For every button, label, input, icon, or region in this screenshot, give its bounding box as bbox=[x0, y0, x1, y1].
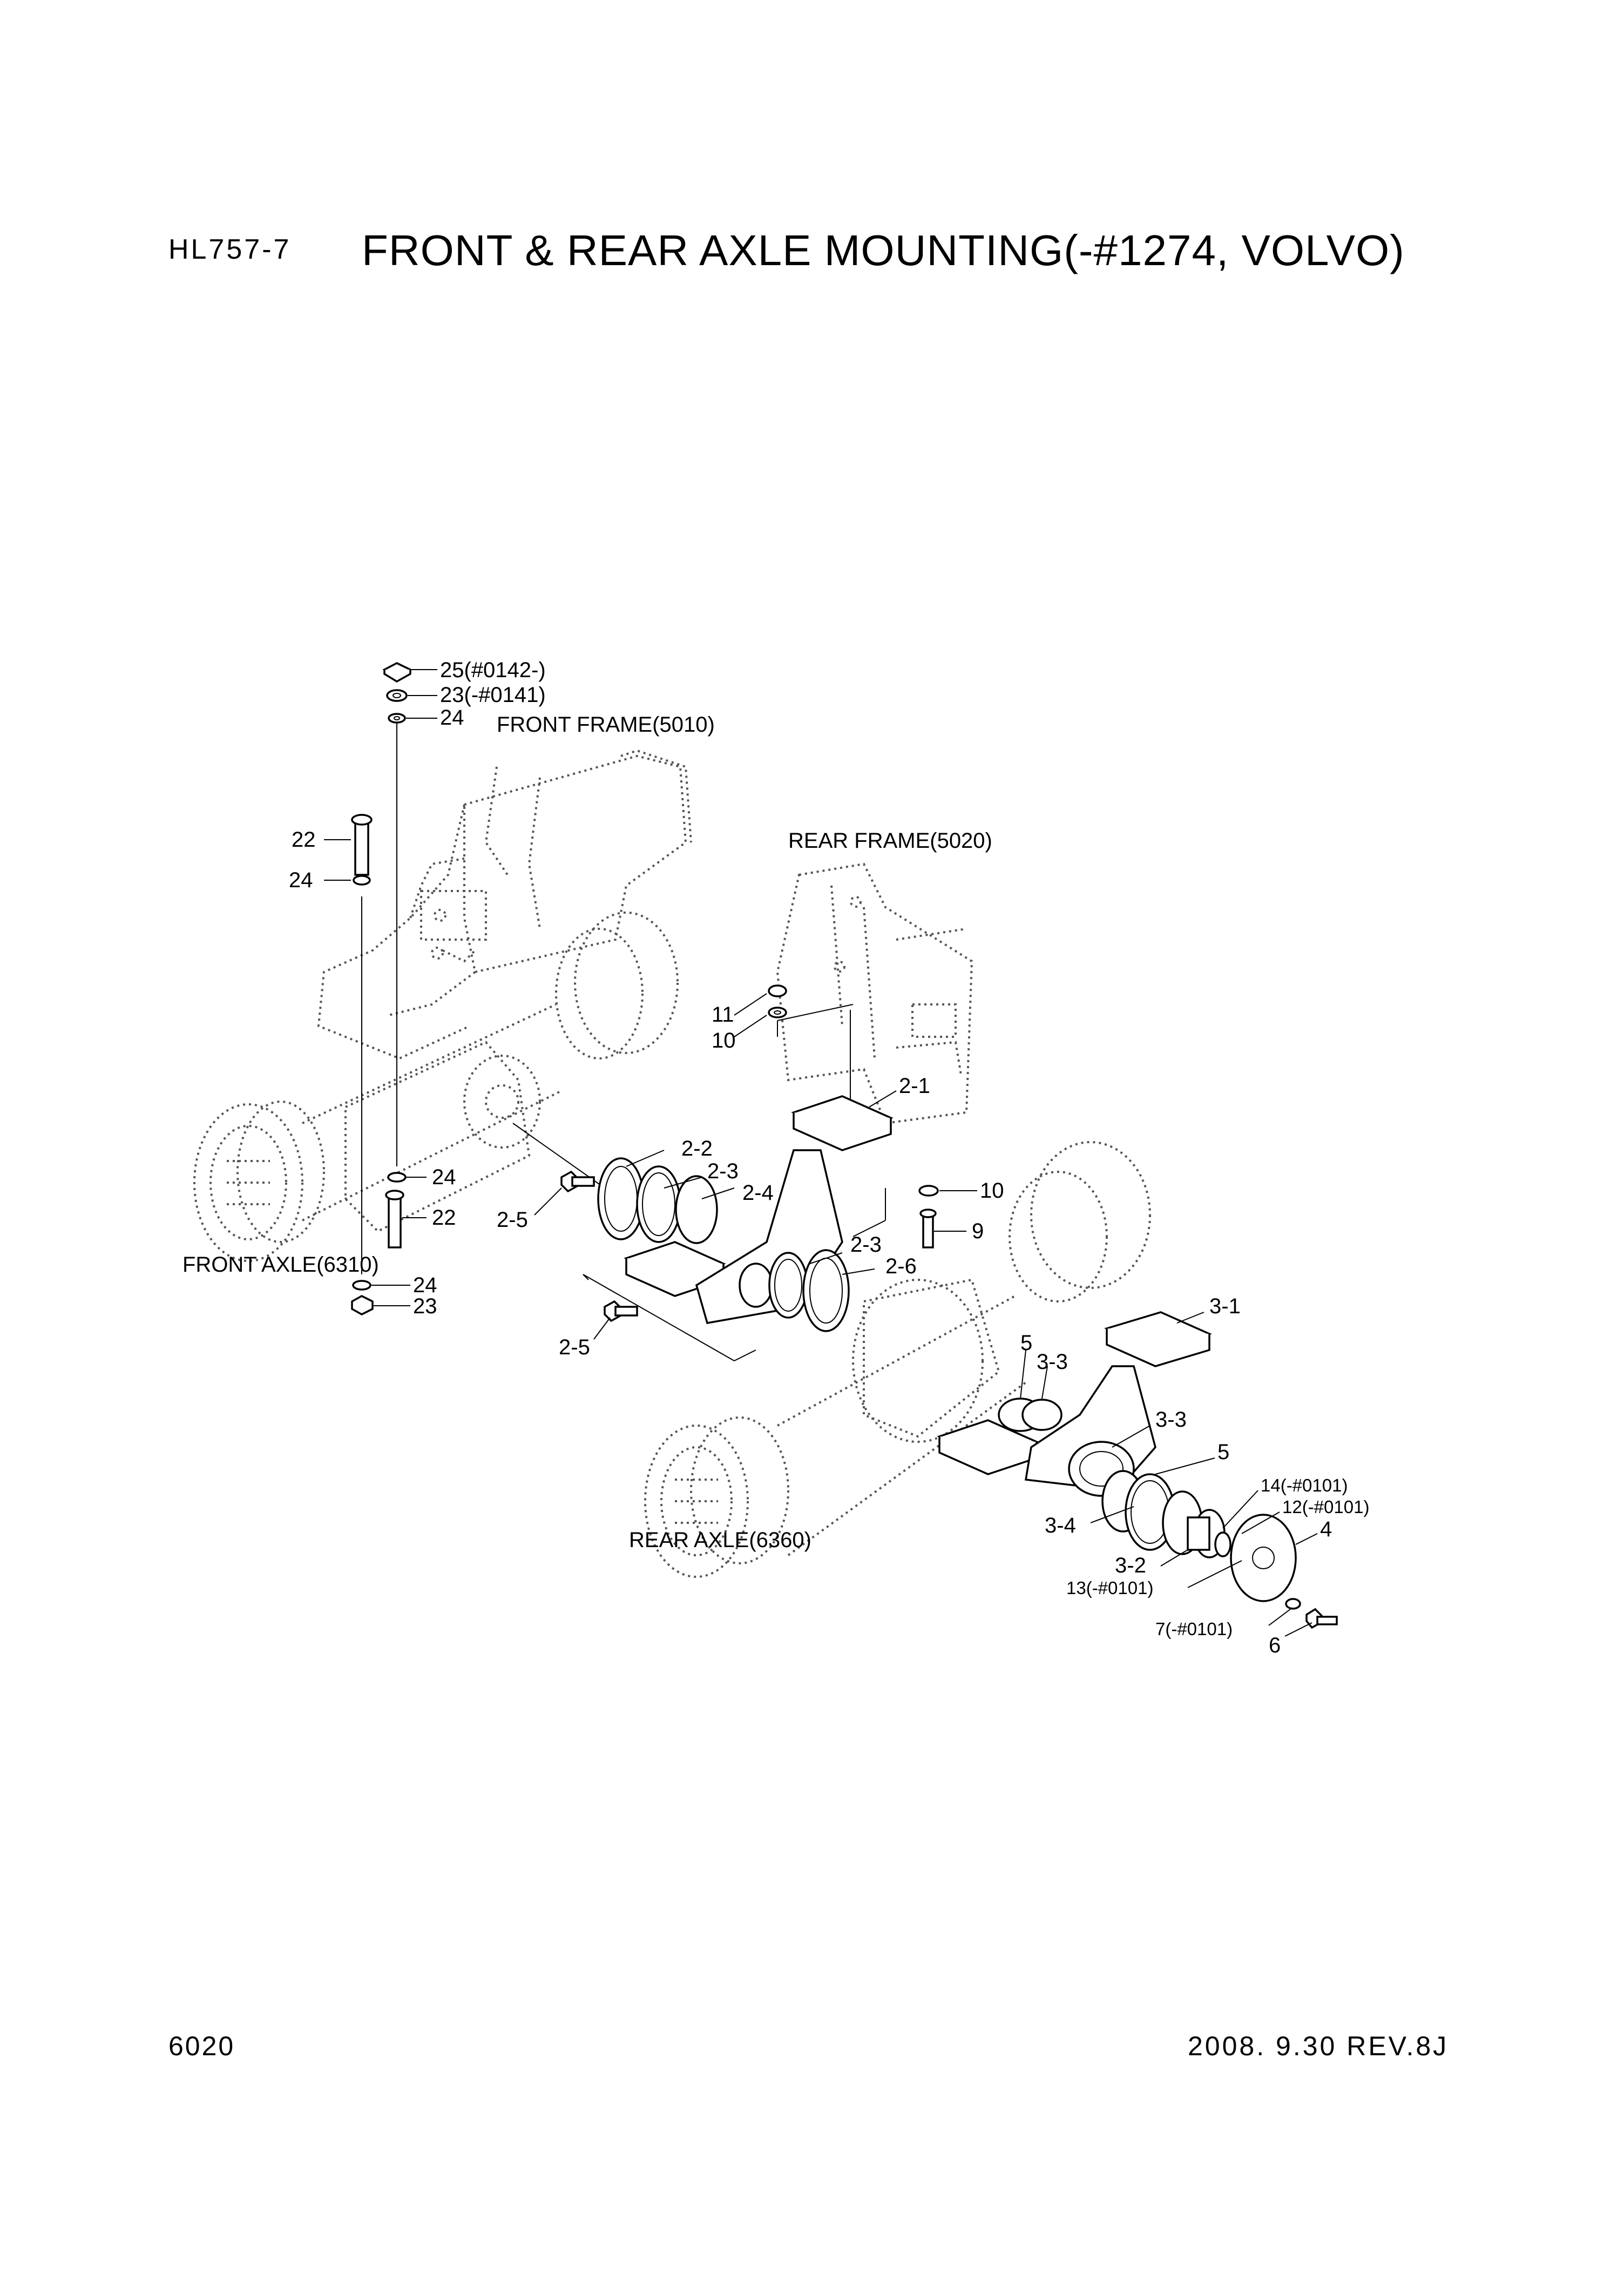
callout-2-3-upper: 2-3 bbox=[707, 1159, 739, 1183]
label-rear-axle: REAR AXLE(6360) bbox=[629, 1528, 811, 1552]
callout-10-left: 10 bbox=[712, 1029, 736, 1052]
front-bracket-assembly bbox=[560, 1095, 894, 1332]
callout-22-upper: 22 bbox=[292, 828, 316, 852]
callout-2-3-lower: 2-3 bbox=[850, 1233, 882, 1257]
callout-4: 4 bbox=[1320, 1517, 1332, 1541]
callout-6: 6 bbox=[1269, 1634, 1281, 1657]
callout-23-low: 23 bbox=[413, 1294, 437, 1318]
callout-24-top: 24 bbox=[440, 706, 464, 730]
callout-2-5-upper: 2-5 bbox=[497, 1208, 528, 1232]
rear-frame-drawing bbox=[776, 862, 973, 1125]
callout-2-4: 2-4 bbox=[742, 1181, 774, 1205]
callout-2-5-lower: 2-5 bbox=[559, 1335, 590, 1359]
callout-5-upper: 5 bbox=[1020, 1331, 1032, 1355]
callout-2-6: 2-6 bbox=[885, 1254, 917, 1278]
callout-10-right: 10 bbox=[980, 1179, 1004, 1203]
label-rear-frame: REAR FRAME(5020) bbox=[788, 829, 992, 853]
callout-23-top: 23(-#0141) bbox=[440, 683, 546, 707]
callout-2-1: 2-1 bbox=[899, 1074, 930, 1098]
callout-3-2: 3-2 bbox=[1115, 1554, 1146, 1577]
page-number: 6020 bbox=[168, 2031, 235, 2061]
revision-date: 2008. 9.30 REV.8J bbox=[1188, 2031, 1449, 2061]
callout-24-upper: 24 bbox=[289, 868, 313, 892]
rear-bracket-assembly bbox=[937, 1311, 1338, 1629]
callout-9: 9 bbox=[972, 1219, 984, 1243]
callout-24-mid: 24 bbox=[432, 1165, 456, 1189]
label-front-axle: FRONT AXLE(6310) bbox=[182, 1253, 379, 1277]
callout-3-3-upper: 3-3 bbox=[1037, 1350, 1068, 1374]
leader-lines bbox=[324, 669, 1318, 1637]
assembly-lines bbox=[361, 718, 886, 1361]
callout-5-lower: 5 bbox=[1217, 1440, 1229, 1464]
callout-11: 11 bbox=[712, 1003, 734, 1027]
model-number: HL757-7 bbox=[168, 234, 292, 265]
callout-22-lower: 22 bbox=[432, 1206, 456, 1230]
front-frame-drawing bbox=[317, 749, 692, 1060]
callout-12: 12(-#0101) bbox=[1282, 1497, 1369, 1517]
label-front-frame: FRONT FRAME(5010) bbox=[497, 713, 715, 737]
callout-3-1: 3-1 bbox=[1209, 1294, 1241, 1318]
rear-axle-drawing bbox=[644, 1141, 1151, 1578]
callout-25: 25(#0142-) bbox=[440, 658, 546, 682]
callout-3-4: 3-4 bbox=[1045, 1514, 1076, 1537]
callout-13: 13(-#0101) bbox=[1066, 1578, 1153, 1598]
callout-3-3-lower: 3-3 bbox=[1155, 1408, 1187, 1432]
callout-14: 14(-#0101) bbox=[1261, 1475, 1348, 1495]
callout-7: 7(-#0101) bbox=[1155, 1619, 1233, 1639]
callout-2-2: 2-2 bbox=[681, 1137, 713, 1160]
front-axle-drawing bbox=[193, 912, 679, 1262]
page-title: FRONT & REAR AXLE MOUNTING(-#1274, VOLVO… bbox=[362, 226, 1405, 274]
callout-24-low: 24 bbox=[413, 1273, 437, 1297]
